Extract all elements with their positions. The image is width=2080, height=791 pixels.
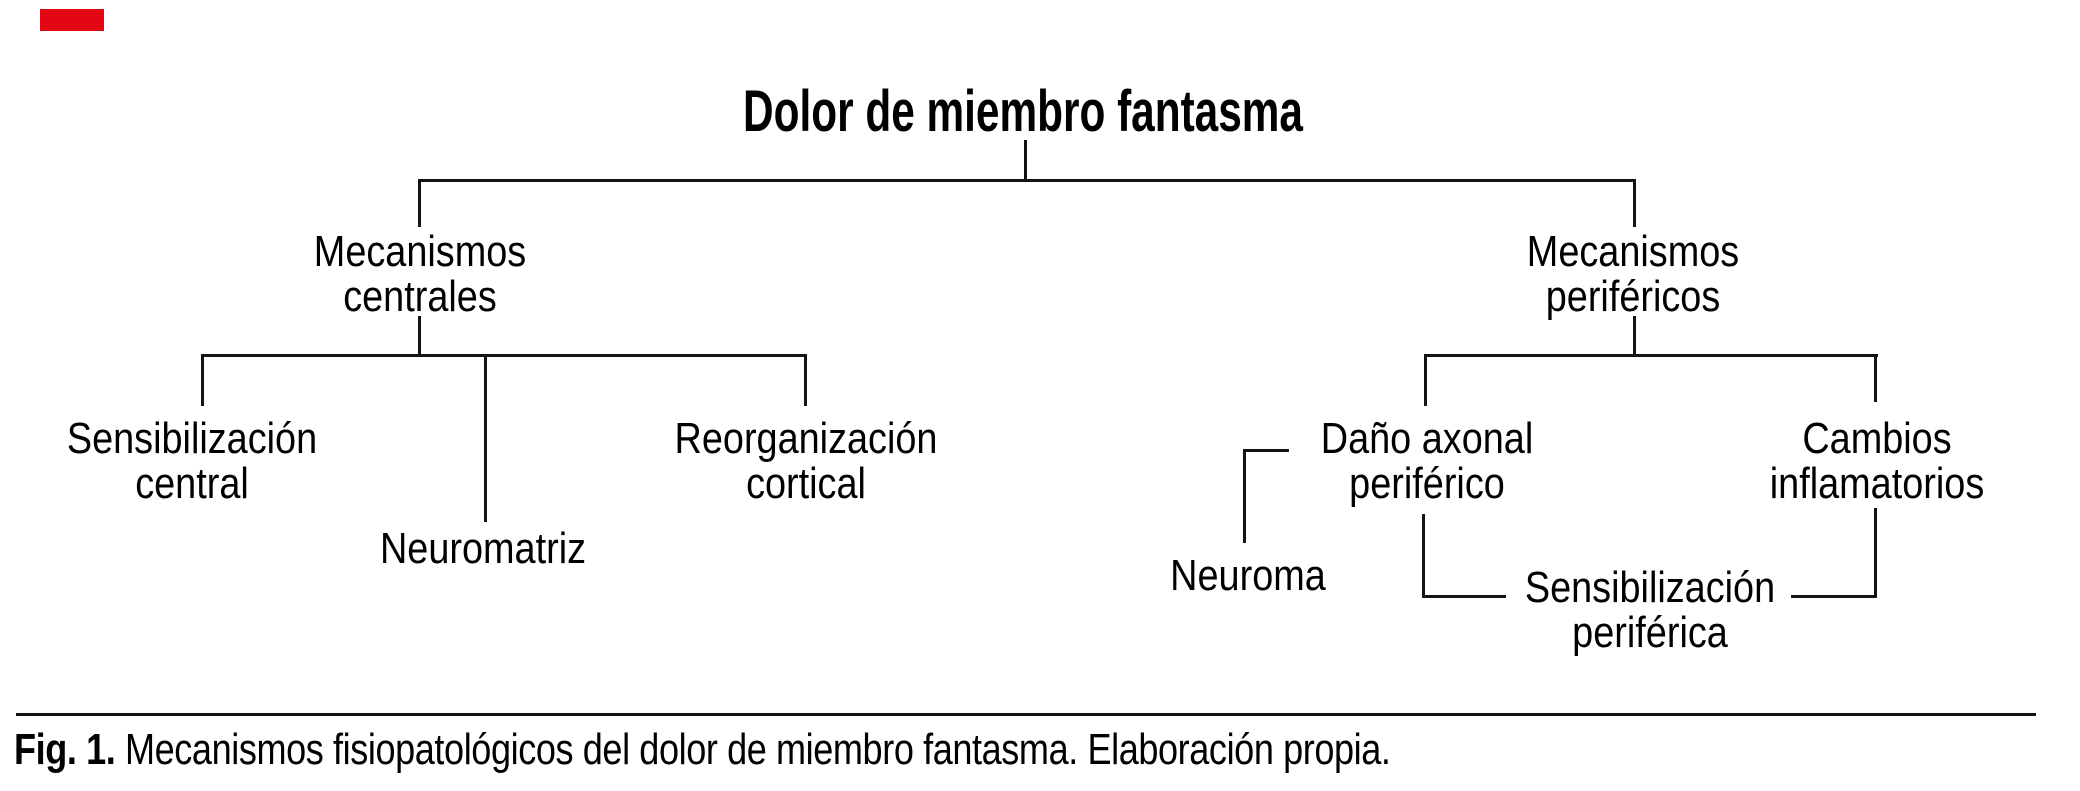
connector-neuroma-vertical [1243,449,1246,543]
node-label-line: Reorganización [674,414,938,463]
connector-main-horizontal [420,179,1636,182]
diagram-root-node: Dolor de miembro fantasma [743,79,1303,144]
red-highlight-marker [40,9,104,31]
node-label-line: inflamatorios [1769,459,1985,508]
node-label-line: central [135,459,249,508]
node-label-line: Neuroma [1170,551,1326,600]
node-label-line: centrales [343,272,497,321]
node-label-line: Neuromatriz [379,524,587,573]
caption-label: Fig. 1. [14,725,116,774]
node-label-line: periférica [1572,608,1728,657]
node-sensibilizacion-central: Sensibilización central [67,416,317,506]
node-mecanismos-perifericos: Mecanismos periféricos [1527,229,1739,319]
connector-central-stub [418,316,421,356]
node-label-line: Sensibilización [1524,563,1776,612]
node-neuroma: Neuroma [1170,553,1326,598]
node-dano-axonal-periferico: Daño axonal periférico [1321,416,1533,506]
connector-root-stub [1024,140,1027,180]
connector-dano-to-sens-vertical [1422,514,1425,598]
connector-peripheral-drop [1633,179,1636,227]
connector-neuromatriz-drop [484,354,487,522]
figure-caption: Fig. 1. Mecanismos fisiopatológicos del … [14,727,1391,772]
node-label-line: Mecanismos [1526,227,1740,276]
node-label-line: cortical [746,459,866,508]
connector-central-drop [418,179,421,227]
caption-text: Mecanismos fisiopatológicos del dolor de… [115,725,1391,774]
caption-separator-line [16,713,2036,716]
node-label-line: Daño axonal [1320,414,1534,463]
node-label-line: Mecanismos [313,227,527,276]
node-neuromatriz: Neuromatriz [380,526,586,571]
node-label-line: periféricos [1545,272,1721,321]
connector-cambios-to-sens-horizontal [1791,595,1877,598]
node-label-line: Cambios [1802,414,1952,463]
connector-dano-drop [1424,354,1427,406]
node-reorganizacion-cortical: Reorganización cortical [675,416,938,506]
node-mecanismos-centrales: Mecanismos centrales [314,229,526,319]
connector-reorganizacion-drop [804,354,807,406]
connector-neuroma-tick [1245,449,1289,452]
connector-peripheral-stub [1633,316,1636,356]
connector-dano-to-sens-horizontal [1422,595,1506,598]
node-label-line: Sensibilización [66,414,318,463]
connector-cambios-drop [1874,354,1877,402]
node-label-line: periférico [1349,459,1505,508]
connector-cambios-to-sens-vertical [1874,508,1877,598]
connector-sens-central-drop [201,354,204,406]
connector-central-children-bar [203,354,806,357]
connector-peripheral-children-bar [1426,354,1878,357]
node-sensibilizacion-periferica: Sensibilización periférica [1525,565,1775,655]
node-cambios-inflamatorios: Cambios inflamatorios [1770,416,1985,506]
